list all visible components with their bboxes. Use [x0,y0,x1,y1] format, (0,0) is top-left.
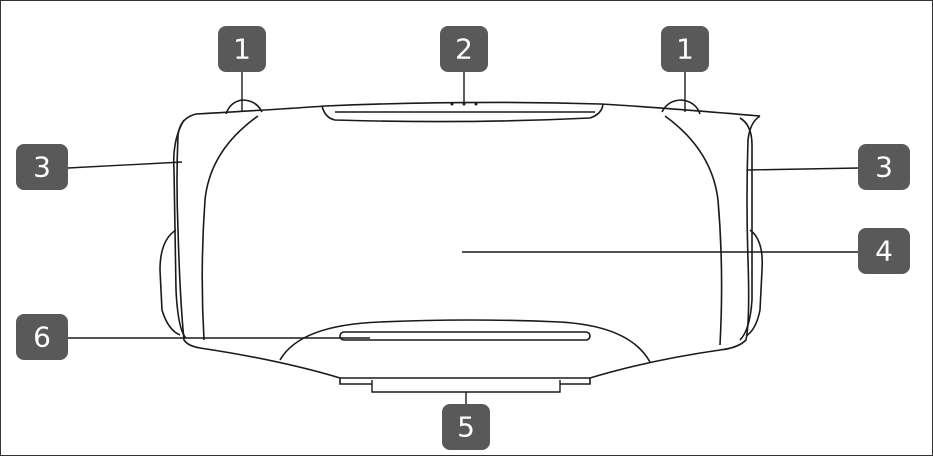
callout-label: 4 [875,235,893,268]
callout-label: 6 [33,321,51,354]
callout-label: 1 [676,33,694,66]
callout-feet: 5 [442,404,490,450]
control-dots [450,102,478,106]
callout-label: 5 [457,411,475,444]
callout-right-strap: 1 [661,26,709,72]
leader-lines [67,70,861,408]
callout-label: 1 [233,33,251,66]
callout-top-controls: 2 [440,26,488,72]
callout-right-side: 3 [858,144,910,190]
callout-left-strap: 1 [218,26,266,72]
callout-label: 2 [455,33,473,66]
speaker-outline [159,99,764,385]
callout-light-bar: 6 [16,314,68,360]
callout-body: 4 [858,228,910,274]
callout-label: 3 [33,151,51,184]
callout-label: 3 [875,151,893,184]
callout-left-side: 3 [16,144,68,190]
